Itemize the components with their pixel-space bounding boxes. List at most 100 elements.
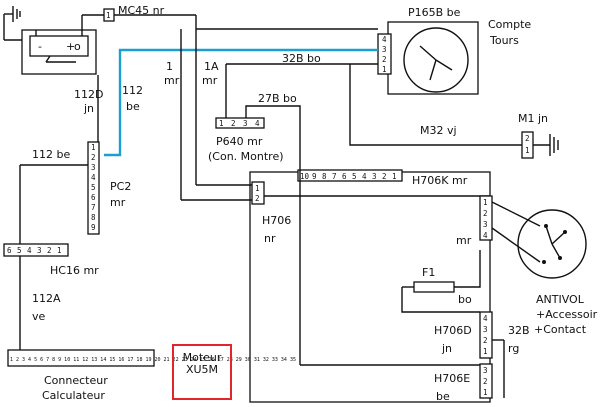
wire-112a-label: 112A bbox=[32, 292, 61, 305]
wire-112d-label: 112D bbox=[74, 88, 103, 101]
wire-1-color: mr bbox=[164, 74, 180, 87]
p640-connector: 1 2 3 4 P640 mr (Con. Montre) 27B bo bbox=[208, 92, 301, 170]
svg-text:3: 3 bbox=[483, 220, 488, 229]
svg-text:3: 3 bbox=[91, 163, 96, 172]
svg-text:1: 1 bbox=[255, 184, 260, 193]
h706e-color: be bbox=[436, 390, 450, 403]
wire-27b-label: 27B bo bbox=[258, 92, 297, 105]
svg-text:3: 3 bbox=[483, 366, 488, 375]
svg-text:1: 1 bbox=[219, 119, 224, 128]
antivol: 1 2 3 4 mr ANTIVOL +Accessoir +Contact bbox=[456, 195, 598, 336]
svg-text:o: o bbox=[74, 40, 81, 53]
svg-text:2: 2 bbox=[382, 172, 387, 181]
fuse-f1-wire: bo bbox=[458, 293, 472, 306]
pc2-connector: 1 2 3 4 5 6 7 8 9 PC2 mr bbox=[87, 141, 131, 235]
h706e-connector: 3 2 1 H706E be bbox=[434, 363, 493, 403]
motor-highlight-box: Moteur XU5M bbox=[172, 344, 232, 400]
svg-text:5: 5 bbox=[352, 172, 357, 181]
calc-label-1: Connecteur bbox=[44, 374, 108, 387]
svg-text:4: 4 bbox=[382, 35, 387, 44]
svg-text:3: 3 bbox=[382, 45, 387, 54]
battery-minus-label: - bbox=[38, 40, 42, 53]
fuse-f1-label: F1 bbox=[422, 266, 435, 279]
svg-text:2: 2 bbox=[47, 246, 52, 255]
h706-color: nr bbox=[264, 232, 276, 245]
ground-m1-label: M1 jn bbox=[518, 112, 548, 125]
motor-label-2: XU5M bbox=[185, 363, 219, 376]
tach-title-1: Compte bbox=[488, 18, 531, 31]
wire-m32-label: M32 vj bbox=[420, 124, 457, 137]
wire-112a-color: ve bbox=[32, 310, 46, 323]
svg-text:6: 6 bbox=[7, 246, 12, 255]
svg-text:1: 1 bbox=[57, 246, 62, 255]
mc45-label: MC45 nr bbox=[118, 4, 165, 17]
ground-m1: 2 1 M1 jn M32 vj bbox=[349, 64, 559, 159]
svg-text:2: 2 bbox=[91, 153, 96, 162]
svg-text:6: 6 bbox=[342, 172, 347, 181]
svg-text:1: 1 bbox=[392, 172, 397, 181]
mc45-pin: 1 bbox=[106, 11, 111, 20]
battery: - + o bbox=[4, 29, 97, 75]
wire-112-be-label: 112 be bbox=[32, 148, 70, 161]
svg-text:4: 4 bbox=[91, 173, 96, 182]
hc16-connector: 6 5 4 3 2 1 HC16 mr 112A ve bbox=[3, 243, 99, 350]
svg-text:4: 4 bbox=[483, 314, 488, 323]
calculator-connector: 1 2 3 4 5 6 7 8 9 10 11 12 13 14 15 16 1… bbox=[7, 349, 296, 402]
antivol-line3: +Contact bbox=[534, 323, 587, 336]
svg-text:1: 1 bbox=[382, 65, 387, 74]
svg-text:1: 1 bbox=[525, 146, 530, 155]
h706d-label: H706D bbox=[434, 324, 472, 337]
wire-32b-label: 32B bo bbox=[282, 52, 321, 65]
svg-text:2: 2 bbox=[483, 336, 488, 345]
wire-1a-label: 1A bbox=[204, 60, 219, 73]
h706d-wire-color: rg bbox=[508, 342, 519, 355]
svg-text:3: 3 bbox=[243, 119, 248, 128]
svg-text:2: 2 bbox=[231, 119, 236, 128]
antivol-mr: mr bbox=[456, 234, 472, 247]
p640-sub: (Con. Montre) bbox=[208, 150, 284, 163]
h706e-label: H706E bbox=[434, 372, 470, 385]
svg-text:9: 9 bbox=[91, 223, 96, 232]
ground-symbol-left bbox=[3, 6, 21, 40]
svg-text:1: 1 bbox=[483, 388, 488, 397]
wire-112-color: be bbox=[126, 100, 140, 113]
motor-label-1: Moteur bbox=[182, 351, 222, 364]
svg-text:3: 3 bbox=[37, 246, 42, 255]
wire-112d-color: jn bbox=[83, 102, 94, 115]
h706k-connector: 10 9 8 7 6 5 4 3 2 1 H706K mr bbox=[297, 169, 468, 187]
svg-text:7: 7 bbox=[332, 172, 337, 181]
svg-text:10: 10 bbox=[300, 172, 310, 181]
svg-text:7: 7 bbox=[91, 203, 96, 212]
h706k-label: H706K mr bbox=[412, 174, 468, 187]
svg-text:4: 4 bbox=[483, 231, 488, 240]
pc2-color: mr bbox=[110, 196, 126, 209]
h706d-connector: 4 3 2 1 H706D jn 32B rg bbox=[299, 170, 530, 398]
h706d-color: jn bbox=[441, 342, 452, 355]
svg-text:1: 1 bbox=[91, 143, 96, 152]
svg-text:2: 2 bbox=[483, 377, 488, 386]
wire-112-be bbox=[104, 48, 378, 157]
svg-text:4: 4 bbox=[27, 246, 32, 255]
svg-text:2: 2 bbox=[483, 209, 488, 218]
hc16-label: HC16 mr bbox=[50, 264, 99, 277]
wire-1-label: 1 bbox=[166, 60, 173, 73]
svg-text:4: 4 bbox=[255, 119, 260, 128]
calc-label-2: Calculateur bbox=[42, 389, 105, 402]
svg-text:2: 2 bbox=[525, 134, 530, 143]
antivol-line2: +Accessoir bbox=[536, 308, 598, 321]
wire-1a-color: mr bbox=[202, 74, 218, 87]
svg-text:2: 2 bbox=[255, 194, 260, 203]
battery-plus-label: + bbox=[66, 40, 75, 53]
svg-text:1: 1 bbox=[483, 347, 488, 356]
svg-text:5: 5 bbox=[91, 183, 96, 192]
svg-text:3: 3 bbox=[483, 325, 488, 334]
svg-text:8: 8 bbox=[322, 172, 327, 181]
antivol-label: ANTIVOL bbox=[536, 293, 585, 306]
tachometer: 4 3 2 1 P165B be Compte Tours bbox=[377, 6, 531, 95]
tach-title-2: Tours bbox=[489, 34, 519, 47]
h706-connector: 1 2 H706 nr bbox=[251, 181, 490, 245]
pc2-label: PC2 bbox=[110, 180, 131, 193]
wire-112-label: 112 bbox=[122, 84, 143, 97]
